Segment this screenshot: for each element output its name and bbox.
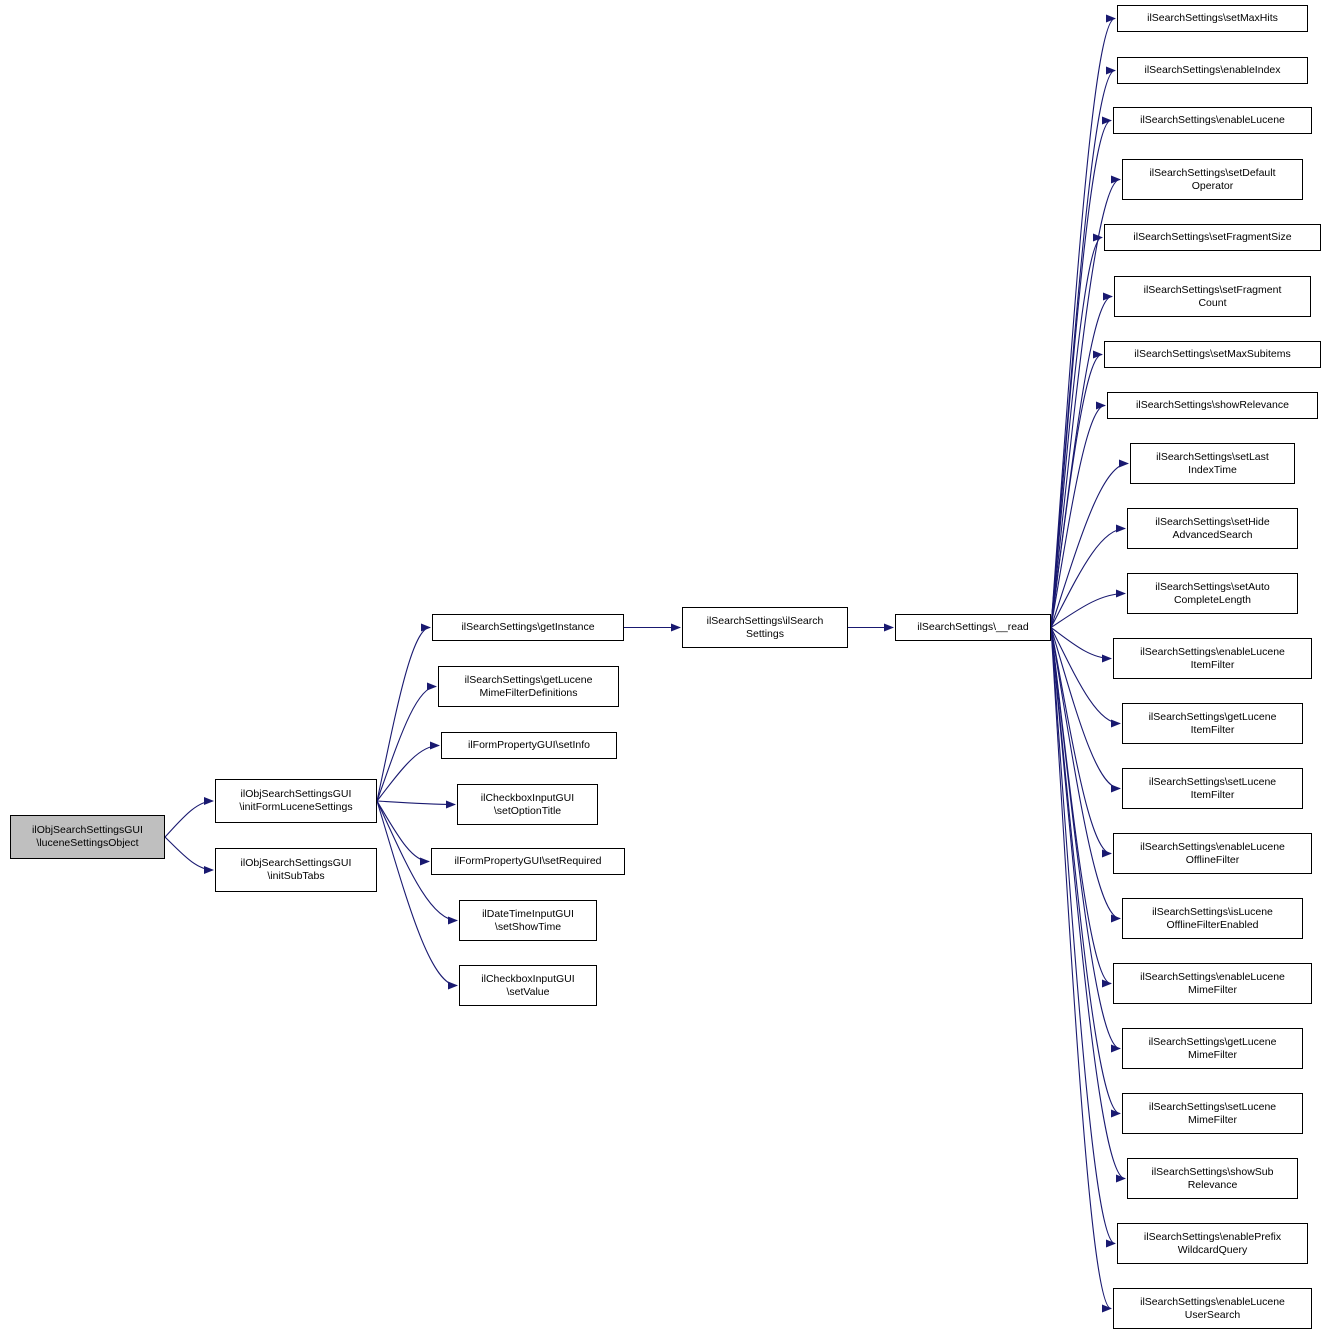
node-set-max-subitems[interactable]: ilSearchSettings\setMaxSubitems xyxy=(1104,341,1321,368)
node-set-default-operator[interactable]: ilSearchSettings\setDefault Operator xyxy=(1122,159,1303,200)
edge-initFormLuceneSettings-to-setRequired xyxy=(376,800,430,866)
edge-read-to-showRelevance xyxy=(1050,401,1106,628)
edge-read-to-enableLuceneItemFilter xyxy=(1050,627,1112,663)
node-set-lucene-item-filter[interactable]: ilSearchSettings\setLucene ItemFilter xyxy=(1122,768,1303,809)
node-show-sub-relevance[interactable]: ilSearchSettings\showSub Relevance xyxy=(1127,1158,1298,1199)
edge-read-to-setLuceneItemFilter xyxy=(1050,627,1121,793)
edge-luceneSettingsObject-to-initSubTabs xyxy=(164,836,214,874)
edge-read-to-setDefaultOperator xyxy=(1050,175,1121,628)
node-show-relevance[interactable]: ilSearchSettings\showRelevance xyxy=(1107,392,1318,419)
node-set-option-title[interactable]: ilCheckboxInputGUI \setOptionTitle xyxy=(457,784,598,825)
edge-read-to-setAutoCompleteLength xyxy=(1050,589,1126,628)
edge-initFormLuceneSettings-to-setInfo xyxy=(376,741,440,802)
edge-luceneSettingsObject-to-initFormLuceneSettings xyxy=(164,797,214,838)
node-enable-lucene-user-search[interactable]: ilSearchSettings\enableLucene UserSearch xyxy=(1113,1288,1312,1329)
node-get-lucene-mime-filter[interactable]: ilSearchSettings\getLucene MimeFilter xyxy=(1122,1028,1303,1069)
node-enable-lucene-mime-filter[interactable]: ilSearchSettings\enableLucene MimeFilter xyxy=(1113,963,1312,1004)
node-set-fragment-size[interactable]: ilSearchSettings\setFragmentSize xyxy=(1104,224,1321,251)
edge-read-to-setFragmentCount xyxy=(1050,292,1113,628)
node-set-required[interactable]: ilFormPropertyGUI\setRequired xyxy=(431,848,625,875)
edge-read-to-setLastIndexTime xyxy=(1050,459,1129,628)
edge-read-to-isLuceneOfflineFilterEnabled xyxy=(1050,627,1121,923)
edge-read-to-showSubRelevance xyxy=(1050,627,1126,1183)
edge-read-to-setMaxSubitems xyxy=(1050,350,1103,628)
node-get-instance[interactable]: ilSearchSettings\getInstance xyxy=(432,614,624,641)
node-set-show-time[interactable]: ilDateTimeInputGUI \setShowTime xyxy=(459,900,597,941)
edge-read-to-enableLuceneOfflineFilter xyxy=(1050,627,1112,858)
edge-read-to-setFragmentSize xyxy=(1050,233,1103,628)
edge-initFormLuceneSettings-to-setValue xyxy=(376,800,458,990)
edge-read-to-getLuceneMimeFilter xyxy=(1050,627,1121,1053)
node-set-lucene-mime-filter[interactable]: ilSearchSettings\setLucene MimeFilter xyxy=(1122,1093,1303,1134)
edge-read-to-setMaxHits xyxy=(1050,14,1116,628)
node-read[interactable]: ilSearchSettings\__read xyxy=(895,614,1051,641)
node-set-max-hits[interactable]: ilSearchSettings\setMaxHits xyxy=(1117,5,1308,32)
node-get-lucene-item-filter[interactable]: ilSearchSettings\getLucene ItemFilter xyxy=(1122,703,1303,744)
node-lucene-settings-object: ilObjSearchSettingsGUI \luceneSettingsOb… xyxy=(10,815,165,859)
edge-read-to-enableLuceneUserSearch xyxy=(1050,627,1112,1313)
edge-read-to-setLuceneMimeFilter xyxy=(1050,627,1121,1118)
node-enable-prefix-wildcard-query[interactable]: ilSearchSettings\enablePrefix WildcardQu… xyxy=(1117,1223,1308,1264)
edge-read-to-setHideAdvancedSearch xyxy=(1050,524,1126,628)
node-set-auto-complete-length[interactable]: ilSearchSettings\setAuto CompleteLength xyxy=(1127,573,1298,614)
node-is-lucene-offline-filter-enabled[interactable]: ilSearchSettings\isLucene OfflineFilterE… xyxy=(1122,898,1303,939)
edge-initFormLuceneSettings-to-getLuceneMimeFilterDefinitions xyxy=(376,682,437,802)
edge-initFormLuceneSettings-to-setShowTime xyxy=(376,800,458,925)
node-get-lucene-mime-filter-definitions[interactable]: ilSearchSettings\getLucene MimeFilterDef… xyxy=(438,666,619,707)
node-il-search-settings-constructor[interactable]: ilSearchSettings\ilSearch Settings xyxy=(682,607,848,648)
node-enable-index[interactable]: ilSearchSettings\enableIndex xyxy=(1117,57,1308,84)
edge-initFormLuceneSettings-to-getInstance xyxy=(376,623,431,802)
edge-read-to-enablePrefixWildcardQuery xyxy=(1050,627,1116,1248)
node-set-fragment-count[interactable]: ilSearchSettings\setFragment Count xyxy=(1114,276,1311,317)
node-set-info[interactable]: ilFormPropertyGUI\setInfo xyxy=(441,732,617,759)
node-enable-lucene[interactable]: ilSearchSettings\enableLucene xyxy=(1113,107,1312,134)
node-init-sub-tabs[interactable]: ilObjSearchSettingsGUI \initSubTabs xyxy=(215,848,377,892)
node-init-form-lucene-settings[interactable]: ilObjSearchSettingsGUI \initFormLuceneSe… xyxy=(215,779,377,823)
node-set-hide-advanced-search[interactable]: ilSearchSettings\setHide AdvancedSearch xyxy=(1127,508,1298,549)
node-enable-lucene-offline-filter[interactable]: ilSearchSettings\enableLucene OfflineFil… xyxy=(1113,833,1312,874)
edge-read-to-getLuceneItemFilter xyxy=(1050,627,1121,728)
node-set-value[interactable]: ilCheckboxInputGUI \setValue xyxy=(459,965,597,1006)
edge-read-to-enableLucene xyxy=(1050,116,1112,628)
edge-initFormLuceneSettings-to-setOptionTitle xyxy=(376,800,456,809)
node-set-last-index-time[interactable]: ilSearchSettings\setLast IndexTime xyxy=(1130,443,1295,484)
node-enable-lucene-item-filter[interactable]: ilSearchSettings\enableLucene ItemFilter xyxy=(1113,638,1312,679)
